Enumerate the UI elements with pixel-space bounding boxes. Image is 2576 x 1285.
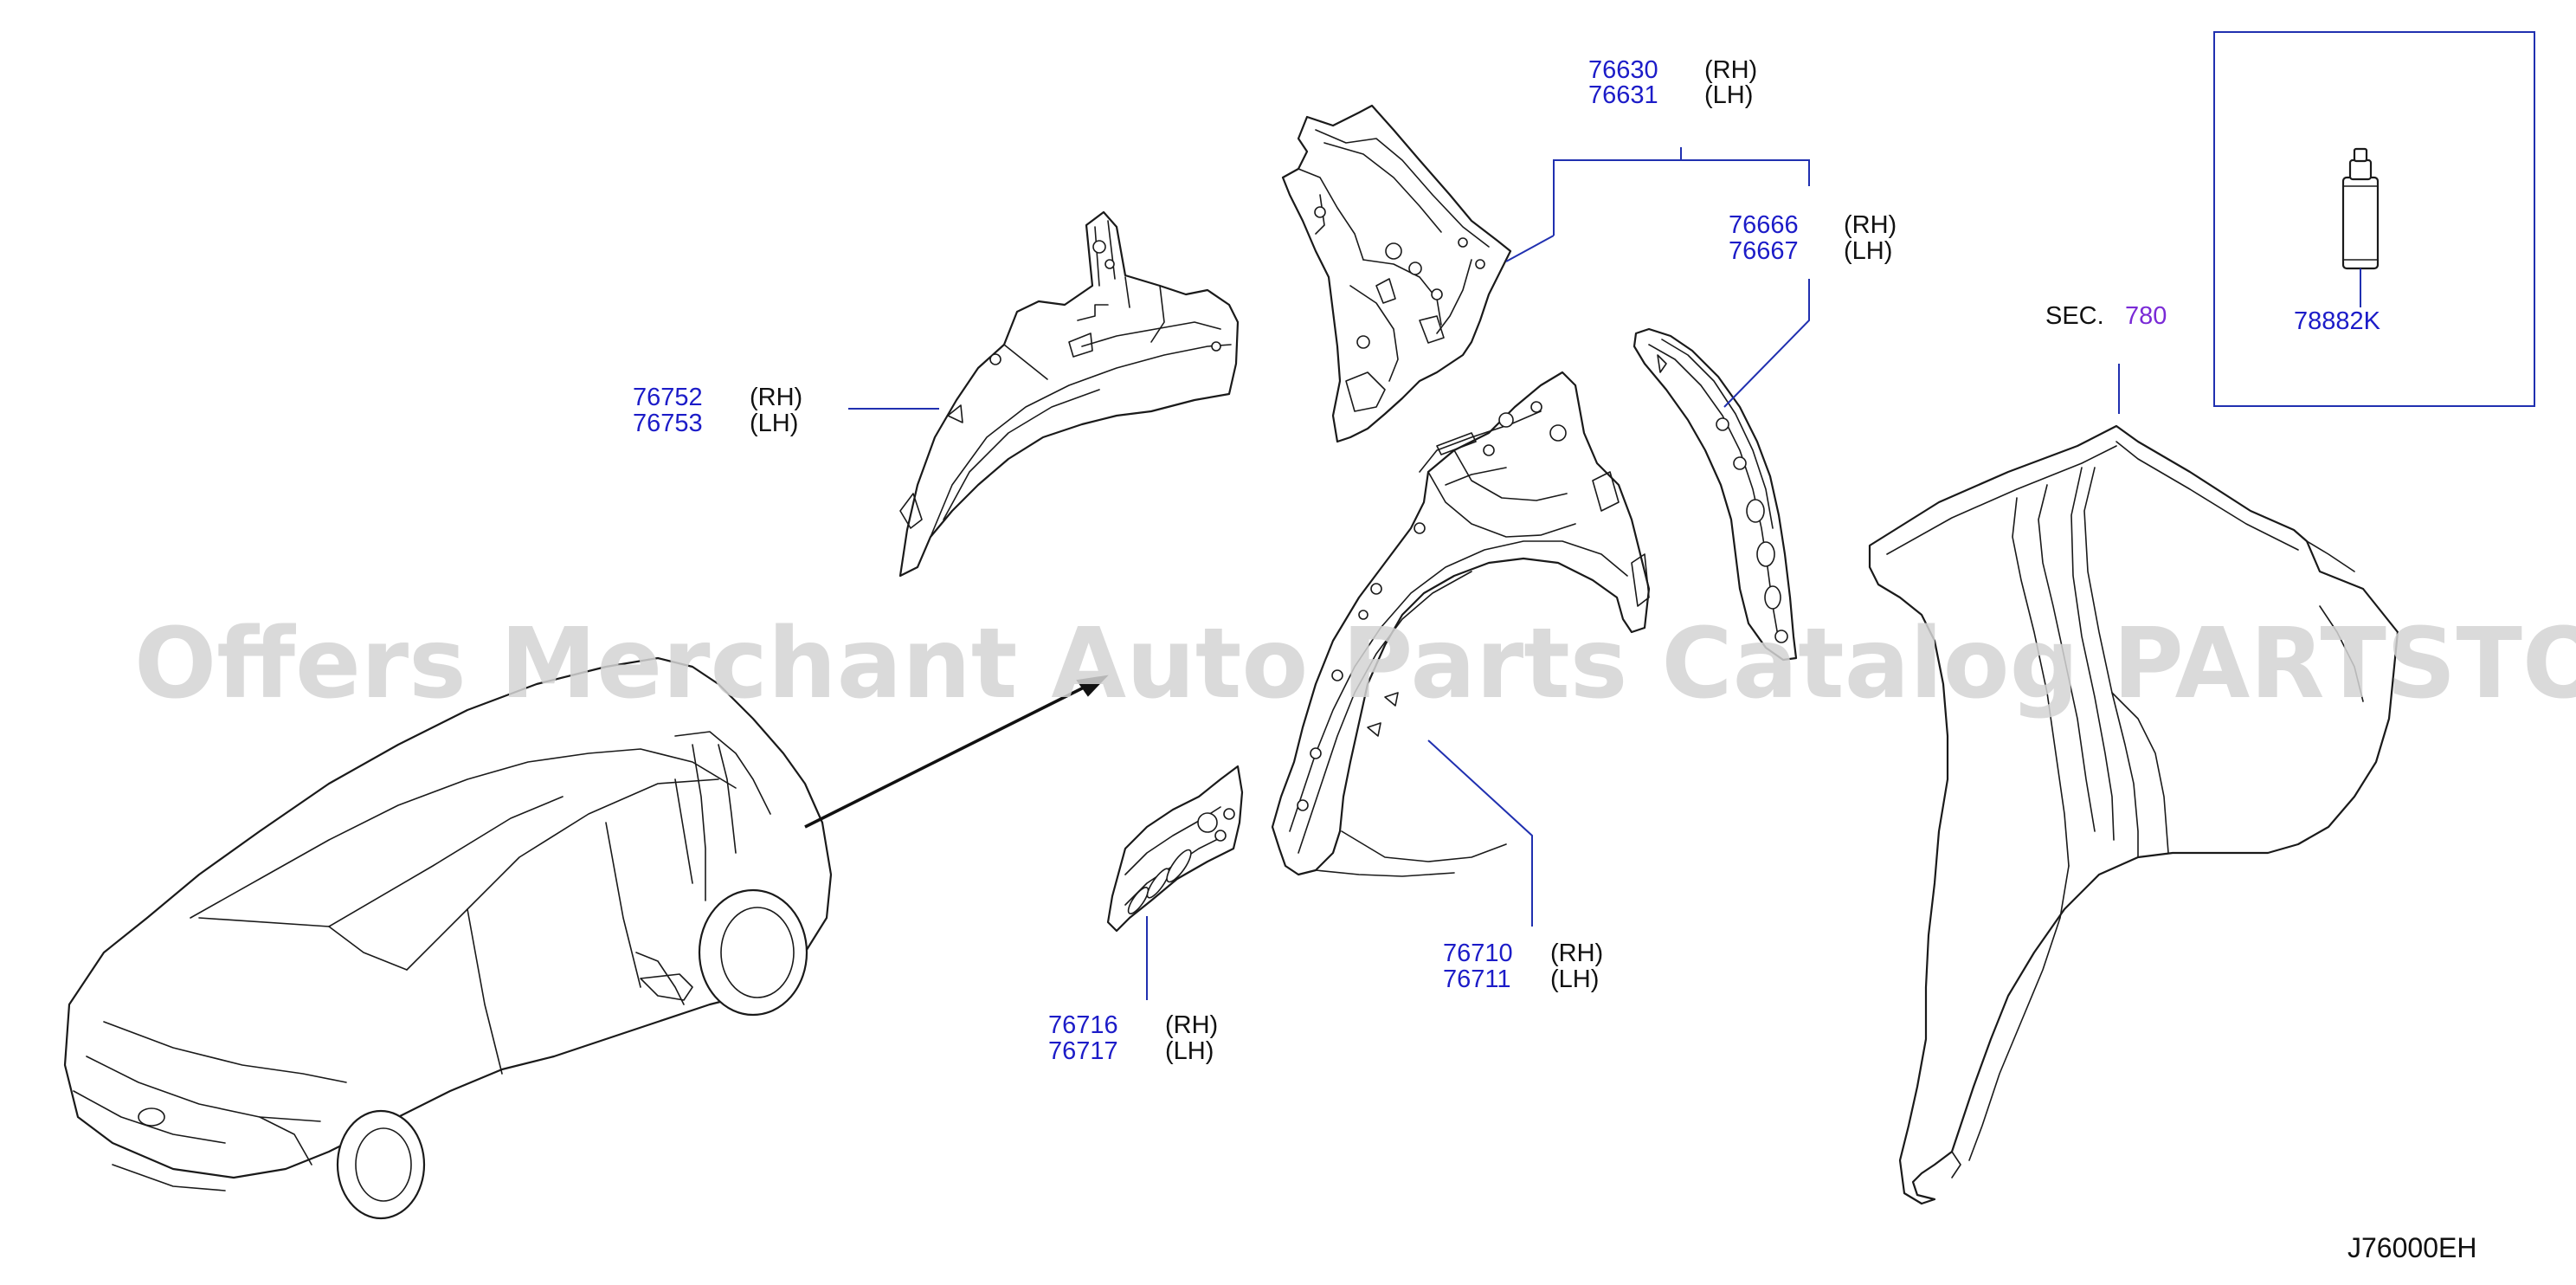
callout-76716[interactable]: 76716 76717 (RH) (LH) bbox=[1048, 1011, 1218, 1065]
part-76666-arch-reinforcement[interactable] bbox=[1633, 327, 1798, 662]
side-tag-rh: (RH) bbox=[750, 384, 802, 411]
part-number-rh[interactable]: 76666 bbox=[1729, 211, 1799, 239]
side-tag-rh: (RH) bbox=[1550, 940, 1603, 967]
section-780-body-side[interactable] bbox=[1868, 424, 2399, 1205]
watermark: Offers Merchant Auto Parts Catalog PARTS… bbox=[134, 608, 2576, 720]
side-tag-lh: (LH) bbox=[1165, 1037, 1214, 1065]
part-number-rh[interactable]: 76630 bbox=[1588, 56, 1658, 84]
part-number-lh[interactable]: 76711 bbox=[1443, 965, 1511, 993]
vehicle-overview bbox=[63, 656, 833, 1220]
section-number[interactable]: 780 bbox=[2125, 302, 2167, 330]
part-number-78882K[interactable]: 78882K bbox=[2294, 307, 2381, 335]
part-number-lh[interactable]: 76667 bbox=[1729, 237, 1799, 265]
leader-lines bbox=[848, 147, 2120, 1000]
part-number-lh[interactable]: 76631 bbox=[1588, 81, 1658, 109]
callout-76752[interactable]: 76752 76753 (RH) (LH) bbox=[633, 384, 802, 437]
callout-76630[interactable]: 76630 76631 (RH) (LH) bbox=[1588, 56, 1757, 109]
part-76630-pillar-inner[interactable] bbox=[1281, 104, 1512, 443]
part-number-rh[interactable]: 76710 bbox=[1443, 940, 1513, 967]
part-76716-panel-extension[interactable] bbox=[1106, 765, 1244, 933]
callout-76710[interactable]: 76710 76711 (RH) (LH) bbox=[1443, 940, 1603, 993]
part-78882K-plug[interactable] bbox=[2213, 31, 2535, 407]
part-number-lh[interactable]: 76753 bbox=[633, 410, 703, 437]
side-tag-lh: (LH) bbox=[1844, 237, 1892, 265]
side-tag-rh: (RH) bbox=[1844, 211, 1897, 239]
part-76710-wheelhouse-outer[interactable] bbox=[1271, 371, 1651, 877]
plug-detail-box bbox=[2213, 31, 2535, 407]
side-tag-rh: (RH) bbox=[1704, 56, 1757, 84]
section-reference[interactable]: SEC. 780 bbox=[2045, 302, 2167, 330]
side-tag-lh: (LH) bbox=[750, 410, 798, 437]
part-number-lh[interactable]: 76717 bbox=[1048, 1037, 1118, 1065]
section-label: SEC. bbox=[2045, 302, 2104, 330]
side-tag-lh: (LH) bbox=[1704, 81, 1753, 109]
side-tag-lh: (LH) bbox=[1550, 965, 1599, 993]
callout-76666[interactable]: 76666 76667 (RH) (LH) bbox=[1729, 211, 1897, 265]
part-number-rh[interactable]: 76752 bbox=[633, 384, 703, 411]
side-tag-rh: (RH) bbox=[1165, 1011, 1218, 1039]
part-76752-wheelhouse-extension[interactable] bbox=[898, 210, 1240, 578]
diagram-code: J76000EH bbox=[2347, 1232, 2476, 1263]
part-number-rh[interactable]: 76716 bbox=[1048, 1011, 1118, 1039]
pointer-arrow bbox=[804, 675, 1109, 829]
